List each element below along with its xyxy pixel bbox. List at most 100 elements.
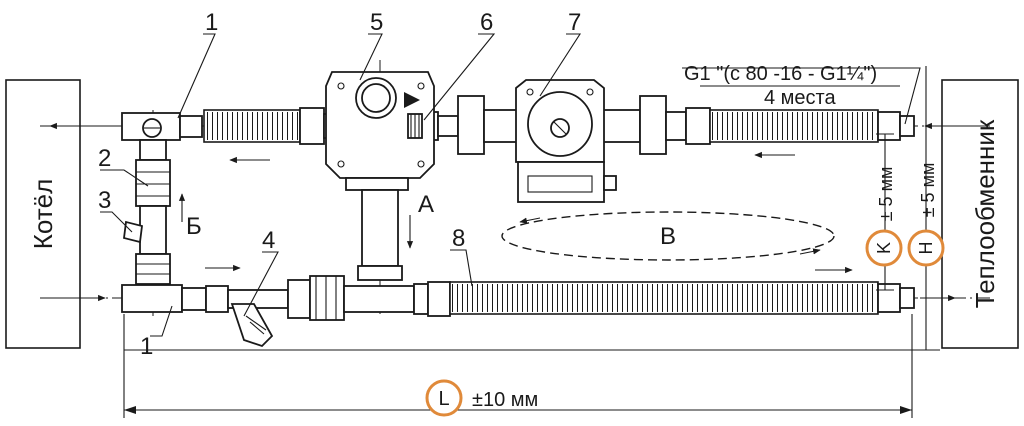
callout-1-top: 1 xyxy=(205,9,218,36)
upper-right-hose-nut xyxy=(685,107,711,145)
pump-slot xyxy=(553,121,567,135)
dimension-L-letter: L xyxy=(438,388,449,410)
filter-line-2 xyxy=(249,321,265,335)
circulation-pump xyxy=(515,79,617,203)
upper-right-end-nut xyxy=(877,111,901,141)
valve-bottom-flange xyxy=(345,177,409,191)
dimension-H-circle xyxy=(907,229,945,267)
pump-outlet-nut xyxy=(639,95,667,155)
mixing-valve-port-inner xyxy=(361,83,391,113)
valve-direction-marker xyxy=(404,92,420,108)
dimension-L-arrow-right xyxy=(900,406,912,414)
callout-4: 4 xyxy=(262,227,275,254)
lower-hose-ribs xyxy=(452,284,876,312)
dimension-L-circle xyxy=(425,379,463,417)
bypass-upper-nut xyxy=(139,139,167,161)
dimension-K-tolerance: ± 5 мм xyxy=(876,167,896,222)
pump-terminal-label xyxy=(527,175,593,193)
valve-screw-1 xyxy=(337,82,345,90)
flow-arrows xyxy=(40,122,990,302)
upper-right-end xyxy=(899,115,915,137)
flow-label-V: В xyxy=(660,223,676,250)
callout-2: 2 xyxy=(98,145,111,172)
places-count: 4 места xyxy=(764,87,836,109)
upper-right-hose-ribs xyxy=(712,112,876,140)
leader-6 xyxy=(423,33,496,121)
callout-8: 8 xyxy=(452,225,465,252)
heat-exchanger-box xyxy=(941,79,1019,349)
lower-left-tee xyxy=(121,284,183,313)
lower-right-end xyxy=(899,287,915,309)
leader-8 xyxy=(450,249,473,287)
recirculation-ellipse xyxy=(501,211,835,261)
leader-thread-spec xyxy=(682,67,921,125)
leader-1-top xyxy=(177,33,216,119)
callout-1-bottom: 1 xyxy=(140,333,153,360)
bypass-union xyxy=(135,159,171,207)
filter-line-1 xyxy=(245,315,267,331)
valve-screw-2 xyxy=(417,82,425,90)
leader-2 xyxy=(100,169,149,187)
lower-right-end-nut xyxy=(877,283,901,313)
lower-left-nut xyxy=(181,287,207,311)
valve-screw-4 xyxy=(417,160,425,168)
pump-outlet-fitting xyxy=(665,111,687,141)
heat-exchanger: Теплообменник xyxy=(941,79,1019,349)
mixing-valve xyxy=(325,71,435,191)
upper-left-nut xyxy=(179,115,203,138)
ball-valve-upper xyxy=(142,118,162,138)
lower-nut-1 xyxy=(287,279,311,319)
valve-screw-3 xyxy=(337,160,345,168)
recirculation-loop xyxy=(501,211,835,261)
lower-tee xyxy=(343,285,415,313)
bypass-line xyxy=(123,139,171,285)
callout-3: 3 xyxy=(98,187,111,214)
vertical-dimensions: K ± 5 мм H ± 5 мм xyxy=(865,66,945,350)
pump-screw-2 xyxy=(586,88,594,96)
strainer-filter xyxy=(230,303,274,348)
dimension-K-letter: K xyxy=(874,242,894,254)
thread-spec: G1 "(c 80 -16 - G1¼") xyxy=(684,63,877,85)
leader-4 xyxy=(243,251,279,317)
boiler-label: Котёл xyxy=(28,179,58,250)
callout-5: 5 xyxy=(370,9,383,36)
valve-riser xyxy=(357,189,403,281)
lower-union xyxy=(309,275,345,321)
heat-exchanger-label: Теплообменник xyxy=(970,119,1000,308)
flow-label-B-cyr: Б xyxy=(186,213,202,240)
pump-outlet-pipe xyxy=(599,109,641,143)
boiler-box xyxy=(5,79,81,349)
dimension-L-tolerance: ±10 мм xyxy=(472,389,538,411)
dimension-K-circle xyxy=(865,229,903,267)
bypass-lower-union xyxy=(135,253,171,285)
callout-7: 7 xyxy=(568,9,581,36)
pump-inlet-nut xyxy=(457,95,485,155)
valve-outlet-pipe xyxy=(437,115,459,137)
flow-label-A: A xyxy=(418,191,434,218)
ellipse-arrow-top xyxy=(519,217,541,224)
callout-6: 6 xyxy=(480,9,493,36)
lower-left-fitting xyxy=(205,285,229,313)
callout-leaders xyxy=(100,33,921,337)
upper-left-hose-nut xyxy=(299,107,325,145)
upper-left-hose-ribs xyxy=(206,112,298,140)
bypass-valve-handle xyxy=(123,220,143,244)
callout-numbers: 1 2 3 4 5 6 7 8 1 xyxy=(98,9,581,360)
ellipse-arrow-bottom xyxy=(799,248,821,255)
lower-hose-nut xyxy=(427,281,451,317)
dimension-H-tolerance: ± 5 мм xyxy=(918,163,938,218)
lower-pipeline xyxy=(121,275,915,348)
dimension-L-arrow-left xyxy=(124,406,136,414)
leader-1-bottom xyxy=(150,305,173,337)
riser-pipe xyxy=(361,189,399,267)
dimension-H-letter: H xyxy=(916,242,936,255)
pump-screw-1 xyxy=(526,88,534,96)
leader-3 xyxy=(100,211,133,233)
leader-5 xyxy=(359,33,383,81)
pump-terminal-box xyxy=(517,161,605,203)
pump-cable-gland xyxy=(603,175,617,191)
horizontal-dimension: L ±10 мм xyxy=(123,314,940,418)
leader-7 xyxy=(539,33,582,97)
